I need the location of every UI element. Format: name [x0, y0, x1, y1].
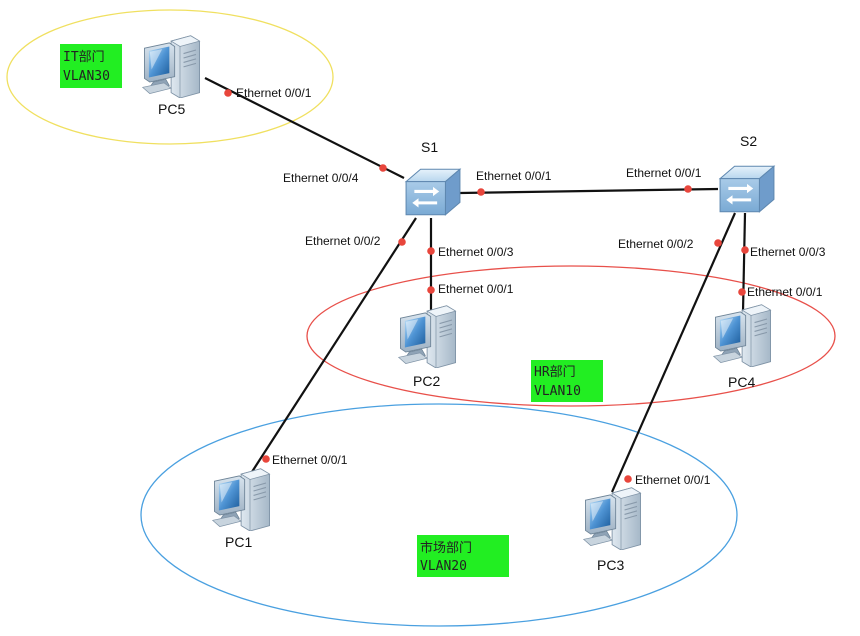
marketing-dept-name: 市场部门	[420, 540, 472, 556]
pc3-computer-icon[interactable]	[583, 487, 642, 550]
pc1-label: PC1	[225, 534, 252, 550]
pc4-label: PC4	[728, 374, 755, 390]
hr-vlan-id: VLAN10	[534, 384, 581, 399]
port-label-pc4: Ethernet 0/0/1	[747, 285, 823, 299]
marketing-vlan-boundary	[140, 403, 738, 627]
marketing-vlan-id: VLAN20	[420, 559, 467, 574]
it-vlan-id: VLAN30	[63, 69, 110, 84]
s1-switch-icon[interactable]	[405, 168, 461, 216]
port-label-s2-e2: Ethernet 0/0/2	[618, 237, 694, 251]
pc1-computer-icon[interactable]	[212, 468, 271, 531]
hr-vlan-boundary	[306, 265, 836, 407]
link-pc5-s1	[204, 77, 405, 179]
s1-label: S1	[421, 139, 438, 155]
it-dept-name: IT部门	[63, 50, 105, 65]
link-s2-pc3	[610, 212, 737, 493]
pc4-computer-icon[interactable]	[713, 304, 772, 367]
it-vlan-boundary	[6, 9, 334, 145]
port-label-s2-e3: Ethernet 0/0/3	[750, 245, 826, 259]
pc5-computer-icon[interactable]	[142, 35, 201, 98]
it-vlan-tag: IT部门 VLAN30	[60, 44, 122, 88]
pc2-label: PC2	[413, 373, 440, 389]
hr-dept-name: HR部门	[534, 365, 576, 380]
pc5-label: PC5	[158, 101, 185, 117]
port-label-s1-e2: Ethernet 0/0/2	[305, 234, 381, 248]
port-label-pc1: Ethernet 0/0/1	[272, 453, 348, 467]
marketing-vlan-tag: 市场部门 VLAN20	[417, 535, 509, 577]
port-label-s1-e1: Ethernet 0/0/1	[476, 169, 552, 183]
pc2-computer-icon[interactable]	[398, 305, 457, 368]
links	[204, 77, 747, 493]
port-label-pc3: Ethernet 0/0/1	[635, 473, 711, 487]
link-s1-s2	[459, 187, 719, 195]
port-label-pc5: Ethernet 0/0/1	[236, 86, 312, 100]
hr-vlan-tag: HR部门 VLAN10	[531, 360, 603, 402]
port-dots	[224, 89, 749, 483]
s2-label: S2	[740, 133, 757, 149]
port-label-pc2: Ethernet 0/0/1	[438, 282, 514, 296]
port-label-s1-e3: Ethernet 0/0/3	[438, 245, 514, 259]
port-label-s1-e4: Ethernet 0/0/4	[283, 171, 359, 185]
pc3-label: PC3	[597, 557, 624, 573]
port-label-s2-e1: Ethernet 0/0/1	[626, 166, 702, 180]
link-s1-pc1	[247, 217, 417, 479]
s2-switch-icon[interactable]	[719, 165, 775, 213]
link-s2-pc4	[741, 212, 747, 313]
